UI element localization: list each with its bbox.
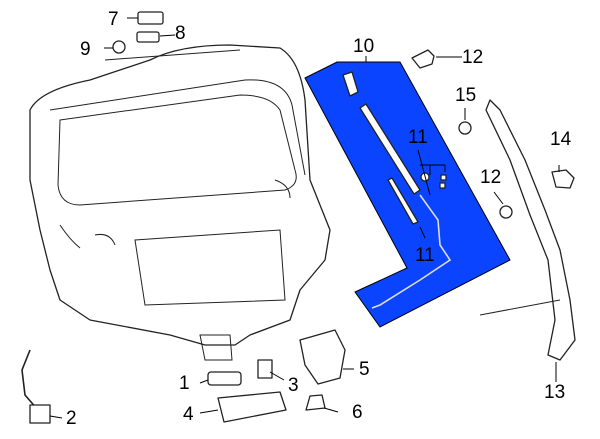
bolt-12-mid[interactable] (499, 205, 513, 219)
switch-part-3[interactable] (257, 359, 273, 379)
bolt-12-top[interactable] (411, 49, 435, 69)
module-part-4[interactable] (217, 391, 287, 423)
hinge-part-7[interactable] (137, 11, 164, 25)
callout-1: 1 (179, 373, 190, 394)
callout-15: 15 (455, 85, 477, 106)
callout-7: 7 (108, 9, 119, 30)
harness-part-2[interactable] (21, 349, 51, 424)
callout-14: 14 (550, 129, 572, 150)
nut-15[interactable] (458, 121, 472, 135)
callout-13: 13 (544, 382, 566, 403)
callout-3: 3 (288, 375, 299, 396)
liftgate-panel[interactable] (29, 44, 331, 361)
callout-8: 8 (175, 23, 186, 44)
bracket-part-8[interactable] (136, 31, 160, 43)
callout-4: 4 (183, 404, 194, 425)
lift-support-strut[interactable] (342, 71, 452, 309)
callout-11-bottom: 11 (415, 245, 435, 266)
handle-part-1[interactable] (207, 371, 242, 386)
weatherstrip-13[interactable] (479, 99, 576, 361)
callout-2: 2 (66, 408, 77, 429)
bracket-part-14[interactable] (551, 169, 575, 189)
clip-part-9[interactable] (112, 40, 126, 54)
callout-12-mid: 12 (480, 167, 502, 188)
callout-6: 6 (352, 402, 363, 423)
callout-5: 5 (359, 359, 370, 380)
callout-12-top: 12 (462, 47, 484, 68)
striker-part-6[interactable] (305, 394, 326, 411)
leader-lines (49, 17, 560, 419)
callout-10: 10 (353, 36, 375, 57)
callout-9: 9 (80, 39, 91, 60)
strut-assembly-highlight[interactable] (304, 61, 511, 328)
callout-11-top: 11 (408, 127, 428, 148)
latch-part-5[interactable] (299, 329, 346, 385)
